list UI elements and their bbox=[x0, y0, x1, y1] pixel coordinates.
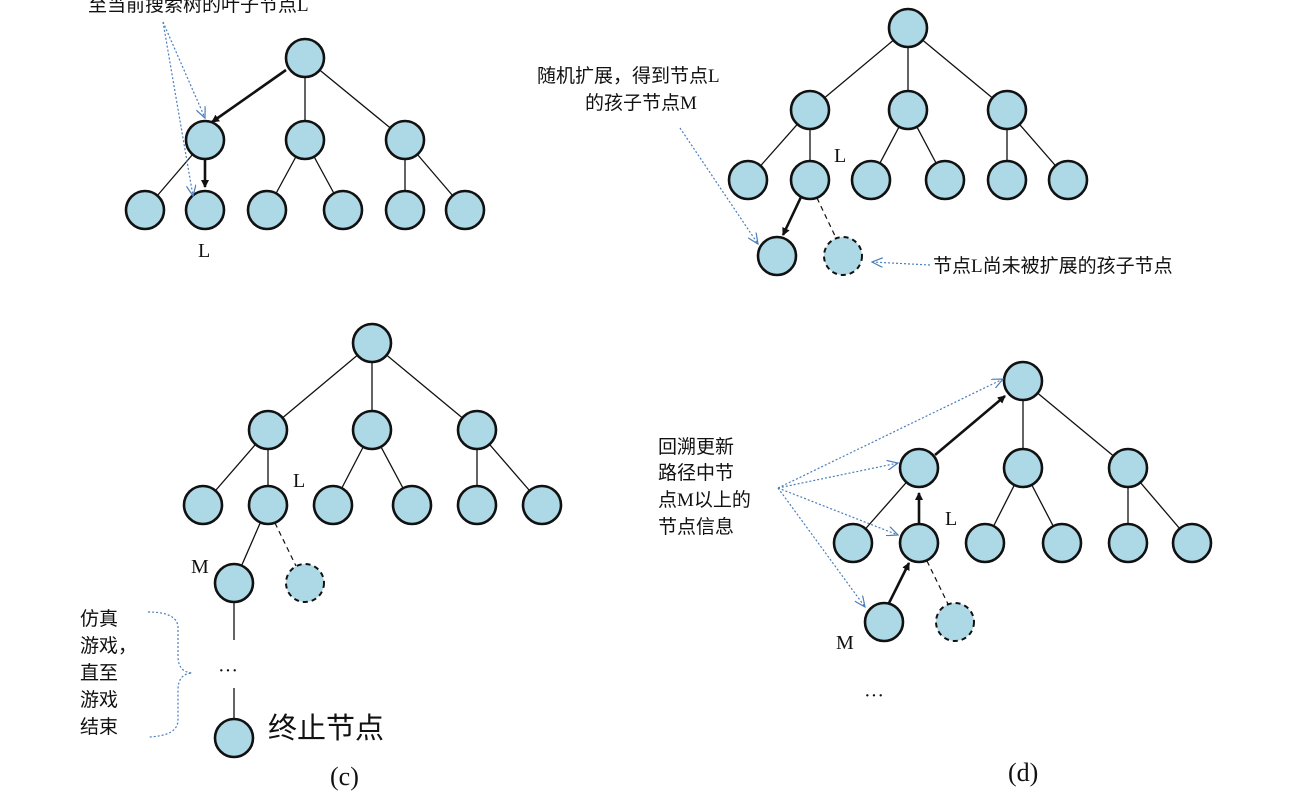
panel-c-caption: (c) bbox=[330, 762, 359, 791]
annotation-arrow bbox=[162, 21, 205, 118]
panel-d-tree bbox=[777, 360, 1213, 643]
tree-node-L bbox=[789, 159, 831, 201]
edge bbox=[907, 27, 1008, 111]
tree-node bbox=[384, 119, 426, 161]
tree-node bbox=[924, 159, 966, 201]
node-label-L: L bbox=[198, 240, 211, 262]
simulation-note-line1: 仿真 bbox=[80, 609, 119, 630]
backprop-edge bbox=[887, 562, 911, 604]
unexpanded-edge bbox=[926, 560, 949, 605]
panel-d-caption: (d) bbox=[1008, 758, 1039, 787]
terminal-node bbox=[213, 717, 255, 759]
tree-node bbox=[789, 89, 831, 131]
panel-b-annotation-line2: 的孩子节点M bbox=[585, 93, 697, 114]
tree-node-M bbox=[213, 562, 255, 604]
terminal-node-label: 终止节点 bbox=[268, 713, 385, 745]
tree-node bbox=[384, 189, 426, 231]
edge bbox=[371, 342, 478, 431]
backprop-note-line3: 点M以上的 bbox=[658, 490, 751, 511]
tree-node-M bbox=[863, 601, 905, 643]
tree-node bbox=[1002, 447, 1044, 489]
node-label-M: M bbox=[836, 632, 854, 654]
simulation-brace bbox=[147, 611, 193, 738]
tree-node bbox=[1171, 522, 1213, 564]
tree-node bbox=[964, 522, 1006, 564]
simulation-note-line4: 游戏 bbox=[80, 690, 119, 711]
panel-c-tree bbox=[147, 322, 563, 759]
panel-a-tree bbox=[124, 21, 486, 231]
tree-node bbox=[898, 447, 940, 489]
panel-b-tree bbox=[679, 7, 1089, 277]
simulation-ellipsis: ··· bbox=[218, 660, 238, 682]
tree-node-unexpanded bbox=[935, 602, 975, 642]
backprop-note-line4: 节点信息 bbox=[658, 517, 735, 538]
tree-node bbox=[727, 159, 769, 201]
tree-node bbox=[850, 159, 892, 201]
backprop-note-line2: 路径中节 bbox=[658, 463, 735, 484]
annotation-arrow bbox=[777, 487, 898, 535]
tree-node bbox=[986, 89, 1028, 131]
tree-node bbox=[322, 189, 364, 231]
edge bbox=[267, 342, 373, 431]
tree-node bbox=[391, 484, 433, 526]
simulation-note-line2: 游戏， bbox=[80, 636, 138, 657]
tree-node bbox=[247, 409, 289, 451]
simulation-note-line5: 结束 bbox=[80, 717, 119, 738]
node-label-L: L bbox=[945, 508, 958, 530]
tree-node-L bbox=[898, 522, 940, 564]
tree-node bbox=[456, 484, 498, 526]
tree-node bbox=[832, 522, 874, 564]
node-label-L: L bbox=[834, 145, 847, 167]
tree-node-unexpanded bbox=[285, 563, 325, 603]
tree-node bbox=[312, 484, 354, 526]
tree-node bbox=[444, 189, 486, 231]
tree-node-M bbox=[756, 235, 798, 277]
expansion-edge bbox=[781, 196, 803, 236]
tree-node bbox=[284, 119, 326, 161]
node-label-L: L bbox=[293, 470, 306, 492]
tree-node-root bbox=[887, 7, 929, 49]
annotation-arrow bbox=[777, 379, 1003, 489]
selection-edge bbox=[211, 68, 287, 124]
tree-node-L bbox=[247, 484, 289, 526]
backprop-edge bbox=[934, 395, 1006, 456]
backprop-ellipsis: ··· bbox=[864, 685, 884, 707]
edge bbox=[809, 27, 909, 111]
tree-node bbox=[1041, 522, 1083, 564]
panel-a-annotation: 至当前搜索树的叶子节点L bbox=[88, 0, 309, 16]
tree-node bbox=[1107, 447, 1149, 489]
annotation-arrow bbox=[872, 262, 931, 265]
node-label-M: M bbox=[191, 556, 209, 578]
panel-b-annotation-line1: 随机扩展，得到节点L bbox=[537, 66, 720, 87]
tree-node bbox=[986, 159, 1028, 201]
tree-node bbox=[1047, 159, 1089, 201]
unexpanded-child-annotation: 节点L尚未被扩展的孩子节点 bbox=[933, 256, 1173, 277]
tree-node bbox=[184, 119, 226, 161]
tree-node-root bbox=[351, 322, 393, 364]
simulation-note-line3: 直至 bbox=[80, 663, 119, 684]
tree-node-root bbox=[1002, 360, 1044, 402]
annotation-arrow bbox=[777, 463, 898, 489]
unexpanded-edge bbox=[816, 197, 837, 239]
annotation-arrow bbox=[679, 127, 758, 244]
backprop-note-line1: 回溯更新 bbox=[658, 437, 735, 458]
unexpanded-edge bbox=[274, 522, 297, 567]
tree-node-root bbox=[284, 37, 326, 79]
tree-node bbox=[246, 189, 288, 231]
tree-node bbox=[124, 189, 166, 231]
tree-node bbox=[456, 409, 498, 451]
edge bbox=[304, 57, 406, 141]
tree-node bbox=[182, 484, 224, 526]
tree-node-leaf-L bbox=[184, 189, 226, 231]
edge bbox=[1022, 380, 1129, 469]
tree-node bbox=[351, 409, 393, 451]
tree-node-unexpanded bbox=[823, 236, 863, 276]
tree-node bbox=[1107, 522, 1149, 564]
tree-node bbox=[521, 484, 563, 526]
annotation-arrow bbox=[162, 21, 193, 196]
tree-node bbox=[887, 89, 929, 131]
annotation-arrow bbox=[777, 487, 865, 607]
